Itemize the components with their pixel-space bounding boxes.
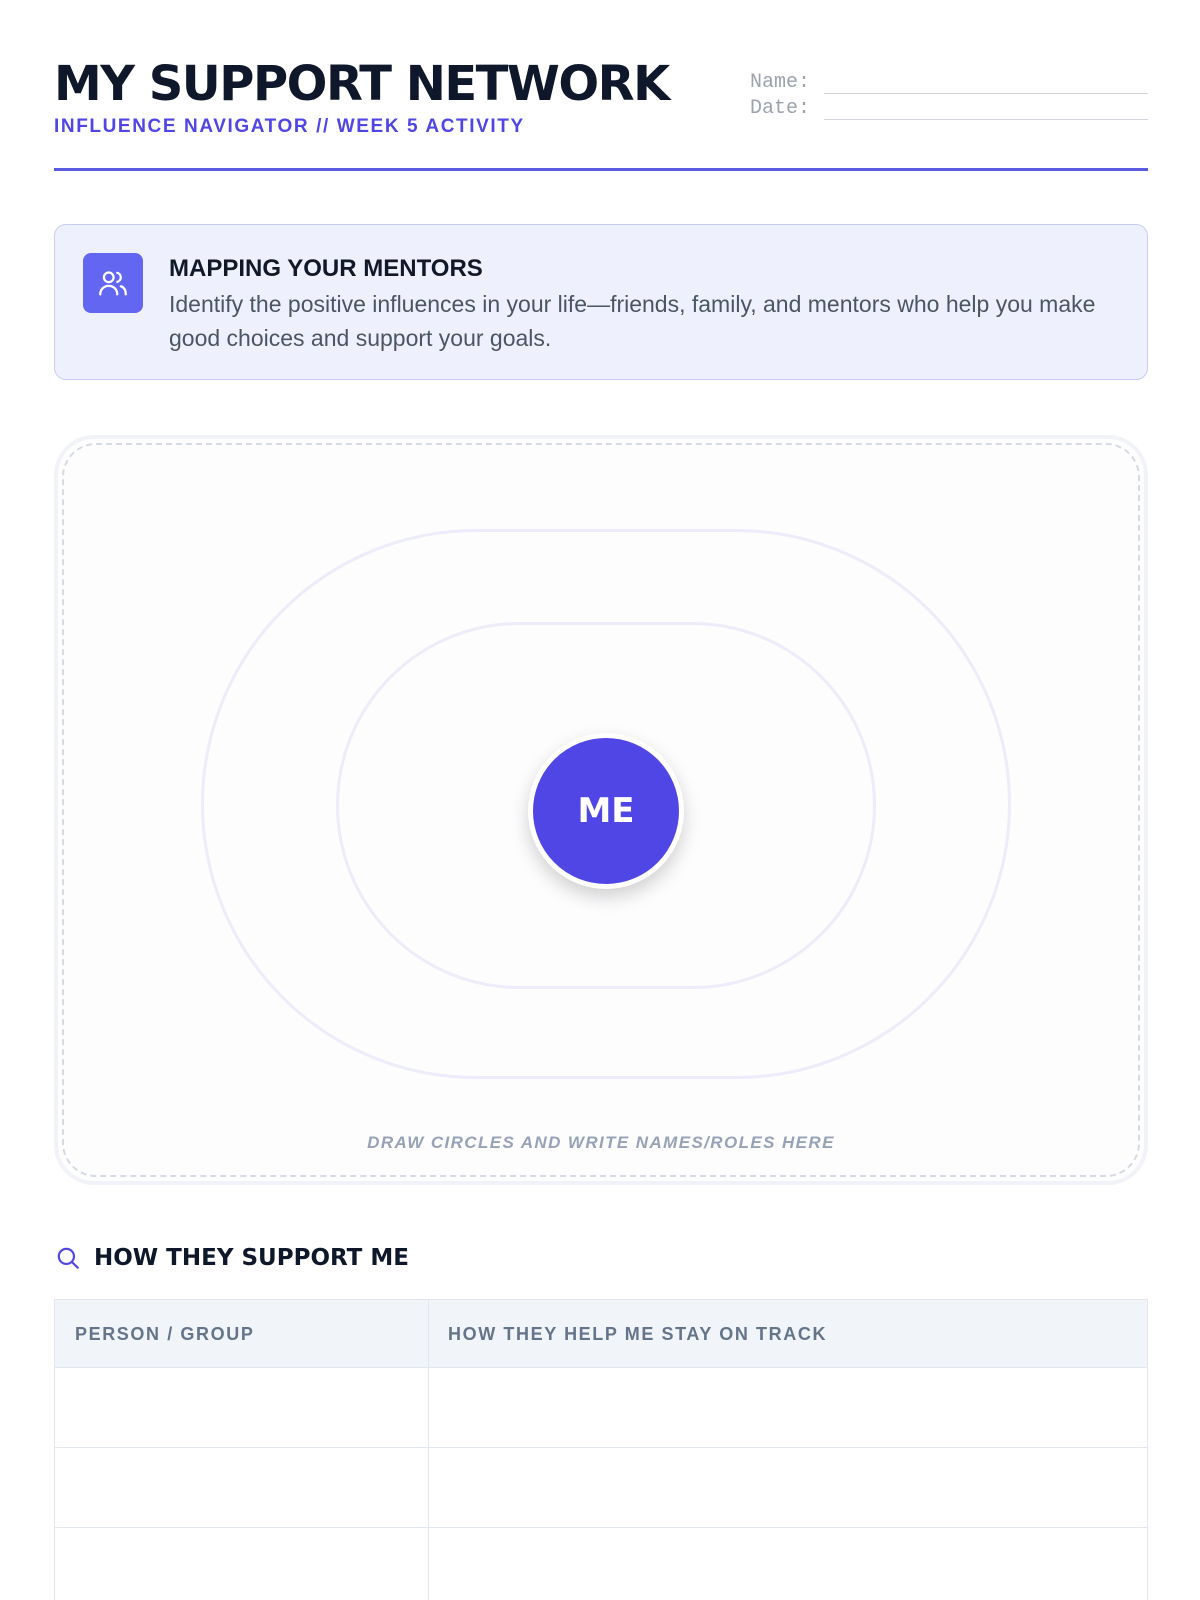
inner-circle xyxy=(336,622,876,989)
search-icon xyxy=(54,1244,82,1272)
instructions-box: MAPPING YOUR MENTORS Identify the positi… xyxy=(54,224,1148,380)
section-header: HOW THEY SUPPORT ME xyxy=(54,1242,409,1274)
name-line[interactable] xyxy=(824,93,1148,94)
column-divider xyxy=(428,1300,429,1600)
me-center-circle: ME xyxy=(528,733,684,889)
date-line[interactable] xyxy=(824,119,1148,120)
page-title: MY SUPPORT NETWORK xyxy=(54,56,670,112)
users-icon xyxy=(83,253,143,313)
map-hint: DRAW CIRCLES AND WRITE NAMES/ROLES HERE xyxy=(367,1133,835,1152)
worksheet-header: MY SUPPORT NETWORK INFLUENCE NAVIGATOR /… xyxy=(54,56,1148,171)
table-row[interactable] xyxy=(55,1368,1147,1448)
section-title: HOW THEY SUPPORT ME xyxy=(94,1245,409,1271)
table-row[interactable] xyxy=(55,1528,1147,1600)
name-label: Name: xyxy=(750,71,811,94)
column-header-help: HOW THEY HELP ME STAY ON TRACK xyxy=(448,1324,828,1344)
date-field[interactable]: Date: xyxy=(750,96,1148,122)
name-field[interactable]: Name: xyxy=(750,70,1148,96)
support-map-canvas[interactable]: ME DRAW CIRCLES AND WRITE NAMES/ROLES HE… xyxy=(54,435,1148,1185)
dashed-border xyxy=(62,443,1140,1177)
instructions-heading: MAPPING YOUR MENTORS xyxy=(169,255,483,282)
table-row[interactable] xyxy=(55,1448,1147,1528)
page-subtitle: INFLUENCE NAVIGATOR // WEEK 5 ACTIVITY xyxy=(54,116,525,137)
instructions-text: Identify the positive influences in your… xyxy=(169,291,1096,351)
outer-circle xyxy=(201,529,1011,1079)
column-header-person: PERSON / GROUP xyxy=(75,1324,255,1344)
support-table: PERSON / GROUP HOW THEY HELP ME STAY ON … xyxy=(54,1299,1148,1600)
table-header: PERSON / GROUP HOW THEY HELP ME STAY ON … xyxy=(55,1300,1147,1368)
date-label: Date: xyxy=(750,97,811,120)
